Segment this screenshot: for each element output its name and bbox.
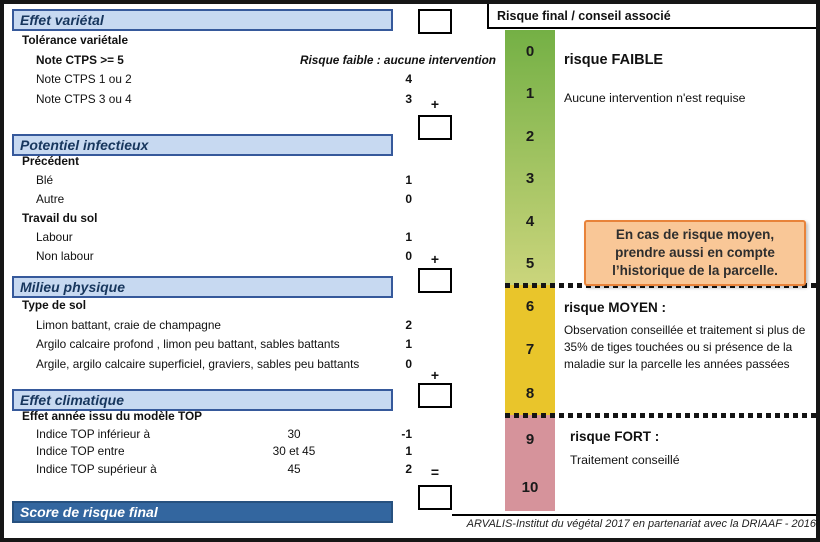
row-threshold: 45 [287, 461, 301, 476]
section-header-effet-varietal: Effet variétal [12, 9, 393, 31]
row-label: Tolérance variétale [22, 33, 129, 47]
plus-sign: + [430, 251, 440, 267]
section-header-potentiel-infectieux: Potentiel infectieux [12, 134, 393, 156]
row-autre: Autre 0 [12, 190, 412, 209]
row-label: Note CTPS >= 5 [36, 52, 124, 67]
row-ble: Blé 1 [12, 171, 412, 190]
score-box-milieu-physique[interactable] [418, 268, 452, 293]
risk-mid-title: risque MOYEN : [564, 300, 667, 315]
row-label: Effet année issu du modèle TOP [22, 409, 203, 423]
row-label: Indice TOP inférieur à [36, 426, 151, 441]
row-argilo-calcaire-profond: Argilo calcaire profond , limon peu batt… [12, 335, 412, 355]
scale-number: 10 [521, 478, 539, 496]
scale-number: 1 [525, 85, 535, 103]
row-note: Risque faible : aucune intervention [300, 52, 496, 67]
row-label: Blé [36, 173, 54, 187]
row-label: Argilo calcaire profond , limon peu batt… [36, 337, 340, 351]
row-label: Travail du sol [22, 211, 98, 225]
row-threshold: 30 et 45 [272, 444, 316, 458]
section-header-effet-climatique: Effet climatique [12, 389, 393, 411]
row-label: Note CTPS 3 ou 4 [36, 91, 132, 106]
right-panel-divider [487, 4, 489, 28]
footer-credit: ARVALIS-Institut du végétal 2017 en part… [466, 518, 816, 530]
row-label: Labour [36, 230, 73, 244]
risk-high-title: risque FORT : [570, 429, 660, 444]
row-tolerance-varietale: Tolérance variétale [12, 31, 412, 51]
row-argile-superficiel: Argile, argilo calcaire superficiel, gra… [12, 355, 412, 375]
row-label: Précédent [22, 154, 80, 168]
score-box-final[interactable] [418, 485, 452, 510]
row-score: 4 [405, 72, 412, 86]
row-label: Indice TOP entre [36, 444, 125, 458]
section-header-milieu-physique: Milieu physique [12, 276, 393, 298]
row-score: -1 [401, 426, 412, 441]
row-effet-annee-top: Effet année issu du modèle TOP [12, 408, 412, 426]
row-score: 0 [405, 249, 412, 263]
row-labour: Labour 1 [12, 228, 412, 247]
row-score: 0 [405, 356, 412, 371]
scale-number: 3 [525, 170, 535, 188]
row-score: 1 [405, 230, 412, 244]
row-travail-du-sol: Travail du sol [12, 209, 412, 228]
scale-number: 0 [525, 42, 535, 60]
score-box-effet-varietal[interactable] [418, 9, 452, 34]
row-note-ctps-5: Note CTPS >= 5 Risque faible : aucune in… [12, 51, 496, 71]
section-body-effet-climatique: Effet année issu du modèle TOP Indice TO… [12, 408, 412, 478]
row-score: 3 [405, 91, 412, 106]
row-score: 2 [405, 317, 412, 332]
risk-scale-mid-segment: 6 7 8 [505, 285, 555, 415]
row-label: Argile, argilo calcaire superficiel, gra… [36, 356, 360, 371]
row-score: 2 [405, 461, 412, 476]
risk-scale-low-segment: 0 1 2 3 4 5 [505, 30, 555, 285]
score-box-potentiel-infectieux[interactable] [418, 115, 452, 140]
row-indice-top-inferieur: Indice TOP inférieur à 30 -1 [12, 426, 412, 444]
row-label: Non labour [36, 249, 94, 263]
plus-sign: + [430, 96, 440, 112]
row-score: 1 [405, 444, 412, 458]
row-threshold: 30 [287, 426, 301, 441]
row-note-ctps-1-2: Note CTPS 1 ou 2 4 [12, 70, 412, 90]
scale-number: 2 [525, 127, 535, 145]
row-label: Indice TOP supérieur à [36, 461, 157, 476]
section-header-score-final: Score de risque final [12, 501, 393, 523]
equals-sign: = [430, 464, 440, 480]
scale-number: 9 [525, 430, 535, 448]
scale-number: 8 [525, 384, 535, 402]
risk-scale-high-segment: 9 10 [505, 415, 555, 511]
scale-number: 6 [525, 298, 535, 316]
plus-sign: + [430, 367, 440, 383]
section-body-milieu-physique: Type de sol Limon battant, craie de cham… [12, 296, 412, 374]
section-body-effet-varietal: Tolérance variétale Note CTPS >= 5 Risqu… [12, 31, 496, 110]
footer-divider [452, 514, 816, 516]
row-score: 0 [405, 192, 412, 206]
row-limon-battant: Limon battant, craie de champagne 2 [12, 316, 412, 336]
row-label: Autre [36, 192, 65, 206]
row-score: 1 [405, 173, 412, 187]
title-underline [487, 27, 816, 29]
section-body-potentiel-infectieux: Précédent Blé 1 Autre 0 Travail du sol L… [12, 152, 412, 266]
row-score: 1 [405, 337, 412, 351]
risk-low-title: risque FAIBLE [564, 52, 664, 68]
row-type-de-sol: Type de sol [12, 296, 412, 316]
scale-number: 5 [525, 255, 535, 273]
scale-number: 4 [525, 212, 535, 230]
medium-risk-callout: En cas de risque moyen, prendre aussi en… [584, 220, 806, 286]
risk-mid-text: Observation conseillée et traitement si … [564, 323, 806, 371]
row-non-labour: Non labour 0 [12, 247, 412, 266]
risk-scale: 0 1 2 3 4 5 6 7 8 9 10 [505, 30, 555, 511]
row-note-ctps-3-4: Note CTPS 3 ou 4 3 [12, 90, 412, 110]
score-box-effet-climatique[interactable] [418, 383, 452, 408]
row-label: Note CTPS 1 ou 2 [36, 72, 132, 86]
row-indice-top-entre: Indice TOP entre 30 et 45 1 [12, 443, 412, 461]
risk-low-text: Aucune intervention n'est requise [564, 91, 746, 105]
row-label: Limon battant, craie de champagne [36, 317, 221, 332]
row-label: Type de sol [22, 298, 87, 312]
scale-number: 7 [525, 341, 535, 359]
row-indice-top-superieur: Indice TOP supérieur à 45 2 [12, 461, 412, 479]
row-precedent: Précédent [12, 152, 412, 171]
risk-high-text: Traitement conseillé [570, 453, 680, 467]
right-panel-title: Risque final / conseil associé [497, 9, 671, 23]
dotted-separator-mid-high [505, 413, 816, 418]
